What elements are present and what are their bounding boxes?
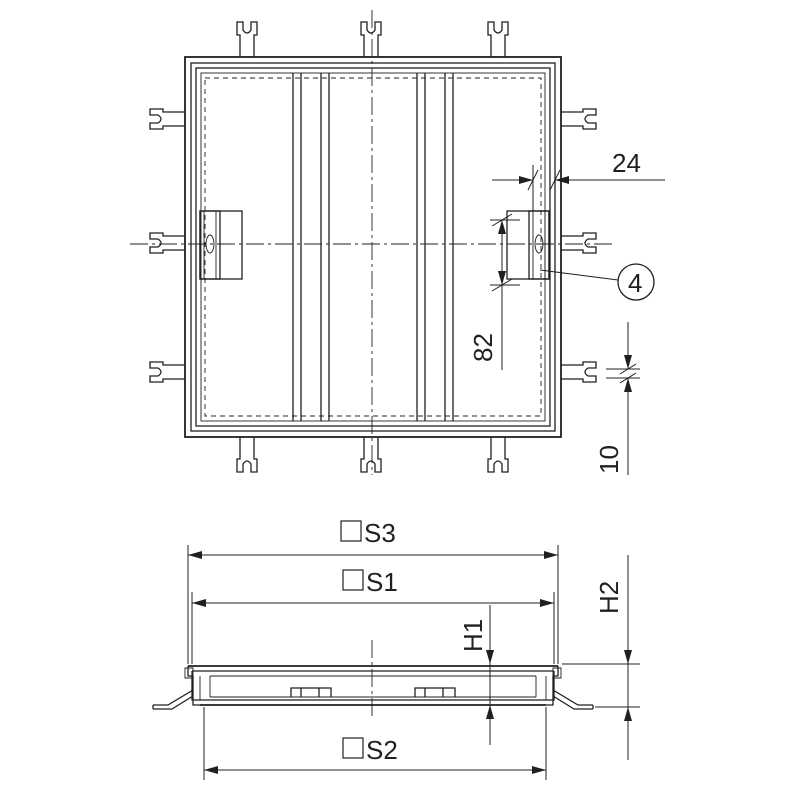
section-view: S3 S1 S2 H1	[152, 518, 640, 780]
dimension-h1: H1	[458, 605, 494, 745]
section-anchor-right	[552, 667, 594, 710]
cover-plate-edge	[200, 72, 546, 422]
dimension-s1-label: S1	[366, 567, 398, 597]
callout-4-label: 4	[628, 268, 642, 298]
dimension-h2: H2	[562, 555, 640, 760]
outer-frame	[184, 56, 562, 438]
right-lifting-handle	[506, 210, 550, 280]
dimension-s2-label: S2	[366, 735, 398, 765]
dimension-h1-label: H1	[458, 619, 488, 652]
dimension-82: 82	[468, 213, 520, 370]
section-anchor-left	[152, 667, 194, 710]
dimension-10: 10	[594, 322, 640, 475]
anchor-lugs-top	[236, 21, 509, 57]
dimension-s2: S2	[203, 707, 547, 780]
square-symbol-s3	[340, 520, 362, 542]
dimension-24: 24	[492, 148, 665, 211]
dimension-s3: S3	[187, 518, 559, 664]
frame-inner-edge-2	[195, 67, 551, 427]
hidden-outline	[204, 77, 542, 417]
square-symbol-s2	[342, 737, 364, 759]
dimension-10-label: 10	[594, 445, 624, 474]
section-ribs	[290, 687, 456, 697]
dimension-s1: S1	[191, 567, 555, 664]
anchor-lugs-bottom	[236, 437, 509, 473]
anchor-lugs-left	[149, 108, 185, 383]
anchor-lugs-right	[561, 108, 597, 383]
stiffener-ribs	[292, 73, 454, 421]
frame-section	[187, 665, 559, 706]
left-lifting-handle	[199, 210, 243, 280]
plan-view: 24 82 4 10	[130, 10, 665, 475]
frame-inner-edge-1	[190, 62, 556, 432]
dimension-82-label: 82	[468, 333, 498, 362]
dimension-h2-label: H2	[594, 581, 624, 614]
square-symbol-s1	[342, 569, 364, 591]
dimension-24-label: 24	[612, 148, 641, 178]
dimension-s3-label: S3	[364, 518, 396, 548]
callout-4-circle	[617, 263, 655, 301]
callout-4: 4	[539, 263, 655, 301]
